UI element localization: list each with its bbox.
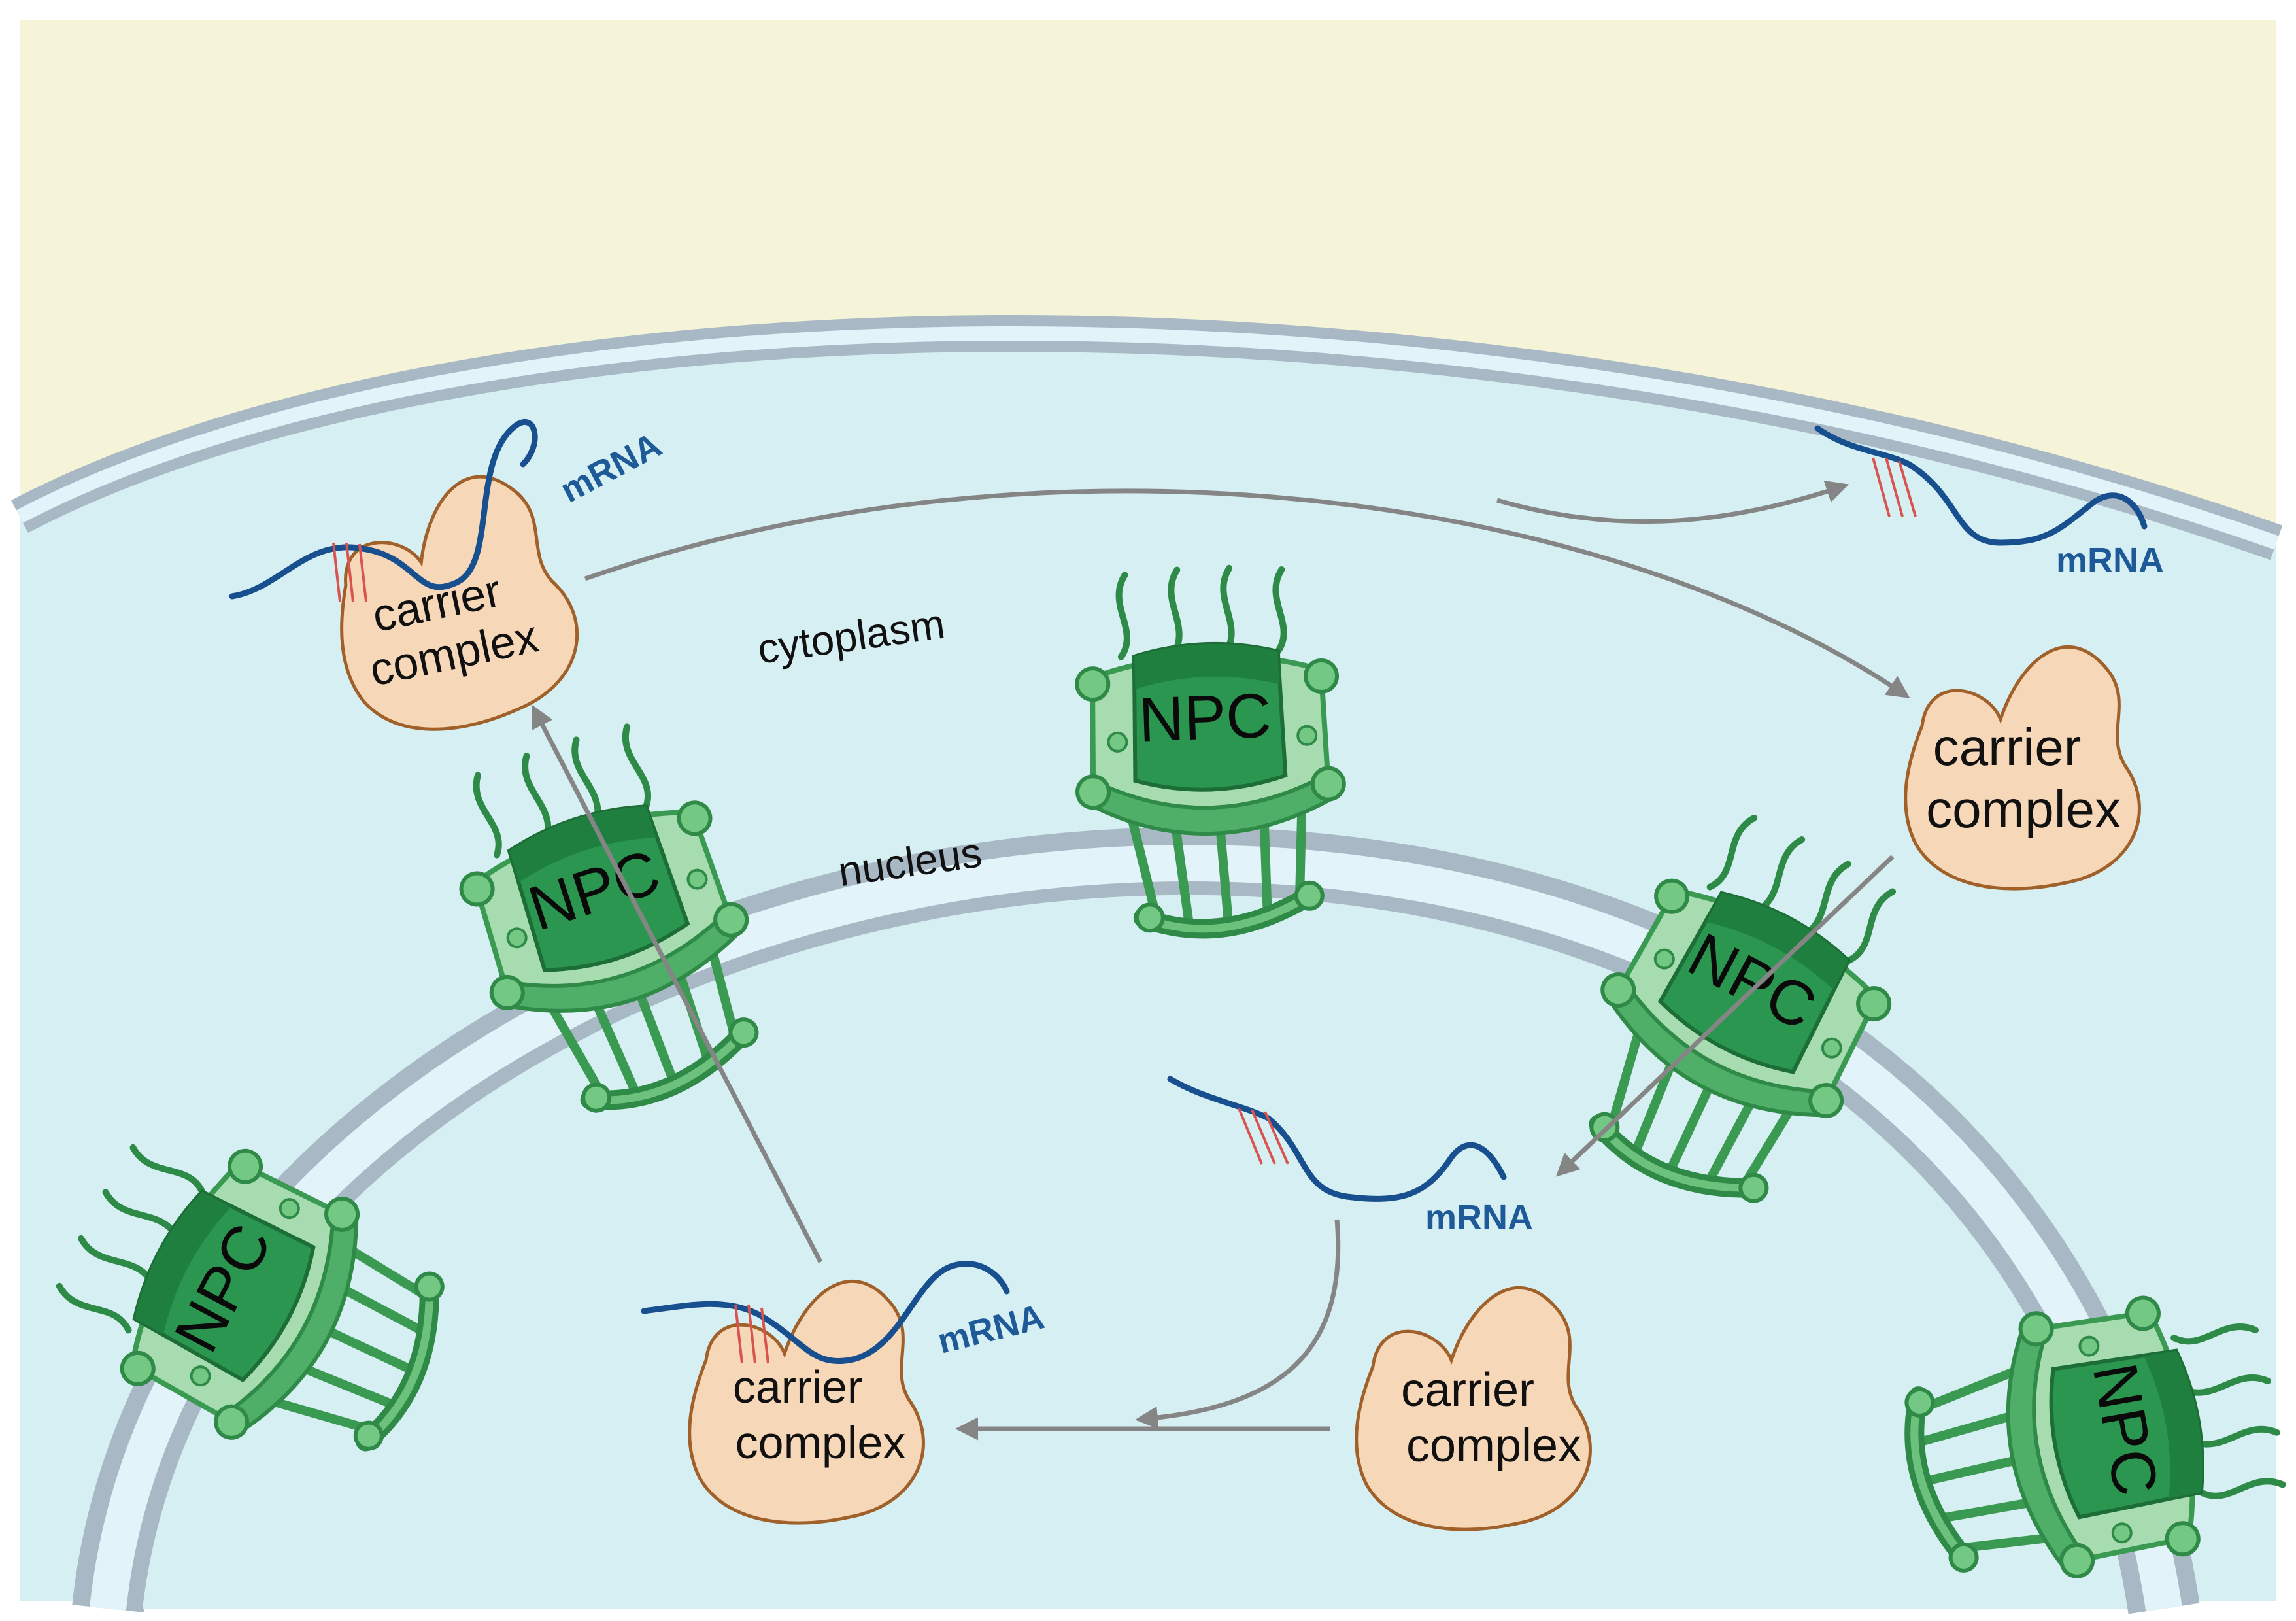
npc-label: NPC — [1138, 681, 1272, 755]
mrna-label-nucleus: mRNA — [1425, 1198, 1533, 1237]
mrna-strand-bottom-center — [641, 1261, 1010, 1364]
mrna-strand-top-right — [1814, 425, 2148, 546]
carrier-label-line2: complex — [735, 1417, 906, 1468]
npc-left-lower: NPC — [31, 1097, 473, 1501]
arrow-import-through-npc — [1555, 855, 1895, 1177]
carrier-complex-top-left: carrier complex — [313, 463, 592, 748]
mrna-tail-top-left — [332, 542, 367, 602]
carrier-label-line2: complex — [1926, 780, 2121, 838]
mrna-tail-bottom-center — [734, 1304, 769, 1364]
npc-right-lower: NPC — [1895, 1275, 2295, 1600]
arrow-export-through-npc — [532, 704, 823, 1263]
carrier-complex-bottom-center: carrier complex — [690, 1281, 924, 1523]
carrier-label-line1: carrier — [1401, 1364, 1534, 1416]
arrow-mrna-release — [1496, 481, 1849, 524]
npc-top-center: NPC — [1070, 564, 1349, 933]
mrna-label-top-right: mRNA — [2056, 541, 2164, 580]
npc-left-upper: NPC — [424, 707, 789, 1131]
mrna-strand-top-left — [229, 418, 538, 600]
mrna-tail-top-right — [1872, 457, 1917, 517]
mrna-strand-nucleus — [1167, 1076, 1507, 1202]
arrow-mrna-to-assembly — [1135, 1219, 1341, 1429]
carrier-complex-bottom-right: carrier complex — [1357, 1288, 1591, 1529]
carrier-label-line1: carrier — [1933, 718, 2082, 776]
carrier-label-line2: complex — [1406, 1420, 1581, 1472]
mrna-tail-nucleus — [1238, 1108, 1289, 1165]
carrier-label-line1: carrier — [733, 1361, 862, 1412]
carrier-complex-top-right: carrier complex — [1906, 647, 2140, 889]
arrow-cytoplasm-transport — [584, 488, 1910, 698]
